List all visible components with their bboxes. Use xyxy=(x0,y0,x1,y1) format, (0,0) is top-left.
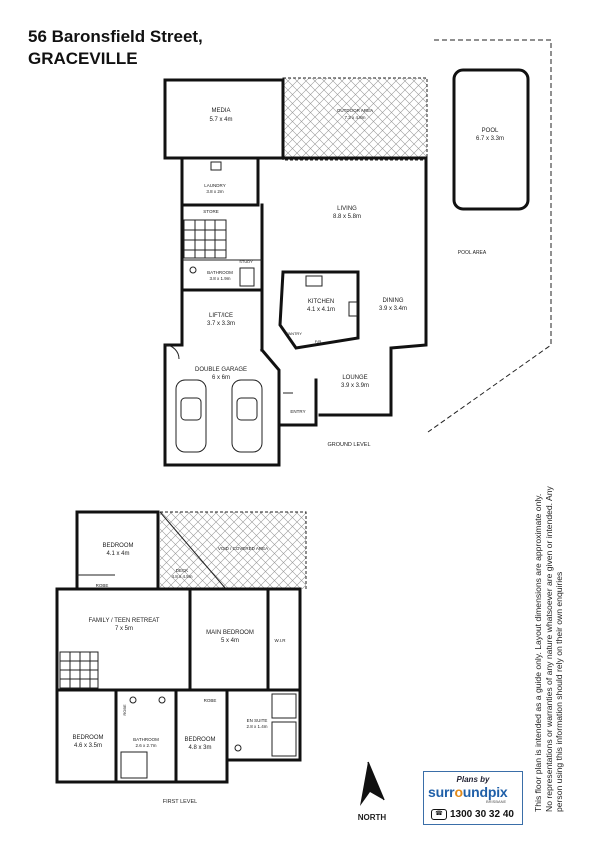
garage-cars xyxy=(175,379,263,453)
lounge-label: LOUNGE xyxy=(342,375,367,381)
ground-floor xyxy=(163,39,552,467)
kitchen-size: 4.1 x 4.1m xyxy=(307,307,335,313)
living-label: LIVING xyxy=(337,206,357,212)
deck-size: 4.8 x 4.5m xyxy=(171,574,192,579)
laundry-label: LAUNDRY xyxy=(204,183,225,188)
pool-outline xyxy=(452,68,530,211)
disclaimer-text: This floor plan is intended as a guide o… xyxy=(533,486,564,812)
void-label: VOID / COVERED AREA xyxy=(218,546,268,551)
dining-label: DINING xyxy=(383,298,404,304)
fridge-label: F/R xyxy=(315,339,322,344)
outdoor-label: OUTDOOR AREA xyxy=(337,108,373,113)
kitchen-label: KITCHEN xyxy=(308,299,334,305)
plan-title: 56 Baronsfield Street, GRACEVILLE xyxy=(28,26,203,70)
laundry-size: 3.8 x 2m xyxy=(206,189,224,194)
bed-mid-label: BEDROOM xyxy=(184,737,215,743)
first-level-label: FIRST LEVEL xyxy=(163,799,197,805)
bed-top-label: BEDROOM xyxy=(102,543,133,549)
kitchen-outline xyxy=(278,270,360,350)
garage-walls xyxy=(163,203,281,467)
bed-top-size: 4.1 x 4m xyxy=(106,551,129,557)
garage-size: 6 x 6m xyxy=(212,375,230,381)
suburb: GRACEVILLE xyxy=(28,49,138,68)
bed-mid-size: 4.8 x 3m xyxy=(188,745,211,751)
outdoor-area-hatch xyxy=(283,78,427,160)
entry-walls xyxy=(277,378,318,427)
study-label: STUDY xyxy=(239,259,253,264)
ground-level-label: GROUND LEVEL xyxy=(327,442,370,448)
north-compass-icon xyxy=(360,761,385,806)
first-floor xyxy=(55,510,307,784)
lift-label: LIFT/ICE xyxy=(209,313,233,319)
surroundpix-logo: Plans by surroundpix BRISBANE ☎ 1300 30 … xyxy=(423,771,523,825)
phone-icon: ☎ xyxy=(431,809,447,820)
deck-label: DECK xyxy=(176,568,189,573)
bed-left-label: BEDROOM xyxy=(72,735,103,741)
lift-size: 3.7 x 3.3m xyxy=(207,321,235,327)
bed-left-size: 4.6 x 3.5m xyxy=(74,743,102,749)
logo-phone: 1300 30 32 40 xyxy=(450,809,514,820)
logo-brand-b: undpix xyxy=(462,784,508,800)
bathroom2-label: BATHROOM xyxy=(133,737,159,742)
lounge-size: 3.9 x 3.9m xyxy=(341,383,369,389)
ensuite-size: 2.8 x 1.4m xyxy=(246,724,267,729)
robe-top-label: ROBE xyxy=(96,583,109,588)
entry-label: ENTRY xyxy=(290,409,305,414)
ensuite-label: EN SUITE xyxy=(247,718,268,723)
wir-label: W.I.R xyxy=(275,638,287,643)
media-label: MEDIA xyxy=(211,108,230,114)
ensuite-shower xyxy=(271,721,297,757)
north-label: NORTH xyxy=(358,813,387,822)
living-walls xyxy=(281,156,428,417)
bathroom-label: BATHROOM xyxy=(207,270,233,275)
logo-brand: surroundpix xyxy=(428,784,508,800)
void-covered-hatch xyxy=(160,512,306,589)
robe-right-label: ROBE xyxy=(204,698,217,703)
outdoor-size: 7.3 x 4.8m xyxy=(344,115,365,120)
bath-tub xyxy=(120,751,148,779)
logo-brand-a: surr xyxy=(428,784,455,800)
bathroom2-size: 2.6 x 2.7m xyxy=(135,743,156,748)
family-size: 7 x 5m xyxy=(115,626,133,632)
robe-left-label: ROBE xyxy=(122,704,127,716)
store-label: STORE xyxy=(203,209,218,214)
family-label: FAMILY / TEEN RETREAT xyxy=(89,618,160,624)
first-stairs xyxy=(59,651,99,689)
pool-area-boundary xyxy=(427,39,552,433)
garage-label: DOUBLE GARAGE xyxy=(195,367,247,373)
street-address: 56 Baronsfield Street, xyxy=(28,27,203,46)
living-size: 8.8 x 5.8m xyxy=(333,214,361,220)
bathroom-size: 3.8 x 1.9m xyxy=(209,276,230,281)
pool-size: 6.7 x 3.3m xyxy=(476,136,504,142)
media-size: 5.7 x 4m xyxy=(209,117,232,123)
dining-size: 3.9 x 3.4m xyxy=(379,306,407,312)
pantry-label: PANTRY xyxy=(286,331,302,336)
logo-sub: BRISBANE xyxy=(486,799,507,804)
pool-label: POOL xyxy=(482,128,499,134)
main-bed-size: 5 x 4m xyxy=(221,638,239,644)
pool-area-label: POOL AREA xyxy=(458,250,487,256)
ground-stairs xyxy=(183,219,227,259)
logo-brand-o: o xyxy=(454,784,463,800)
logo-plans-by: Plans by xyxy=(456,775,490,784)
main-bed-label: MAIN BEDROOM xyxy=(206,630,254,636)
